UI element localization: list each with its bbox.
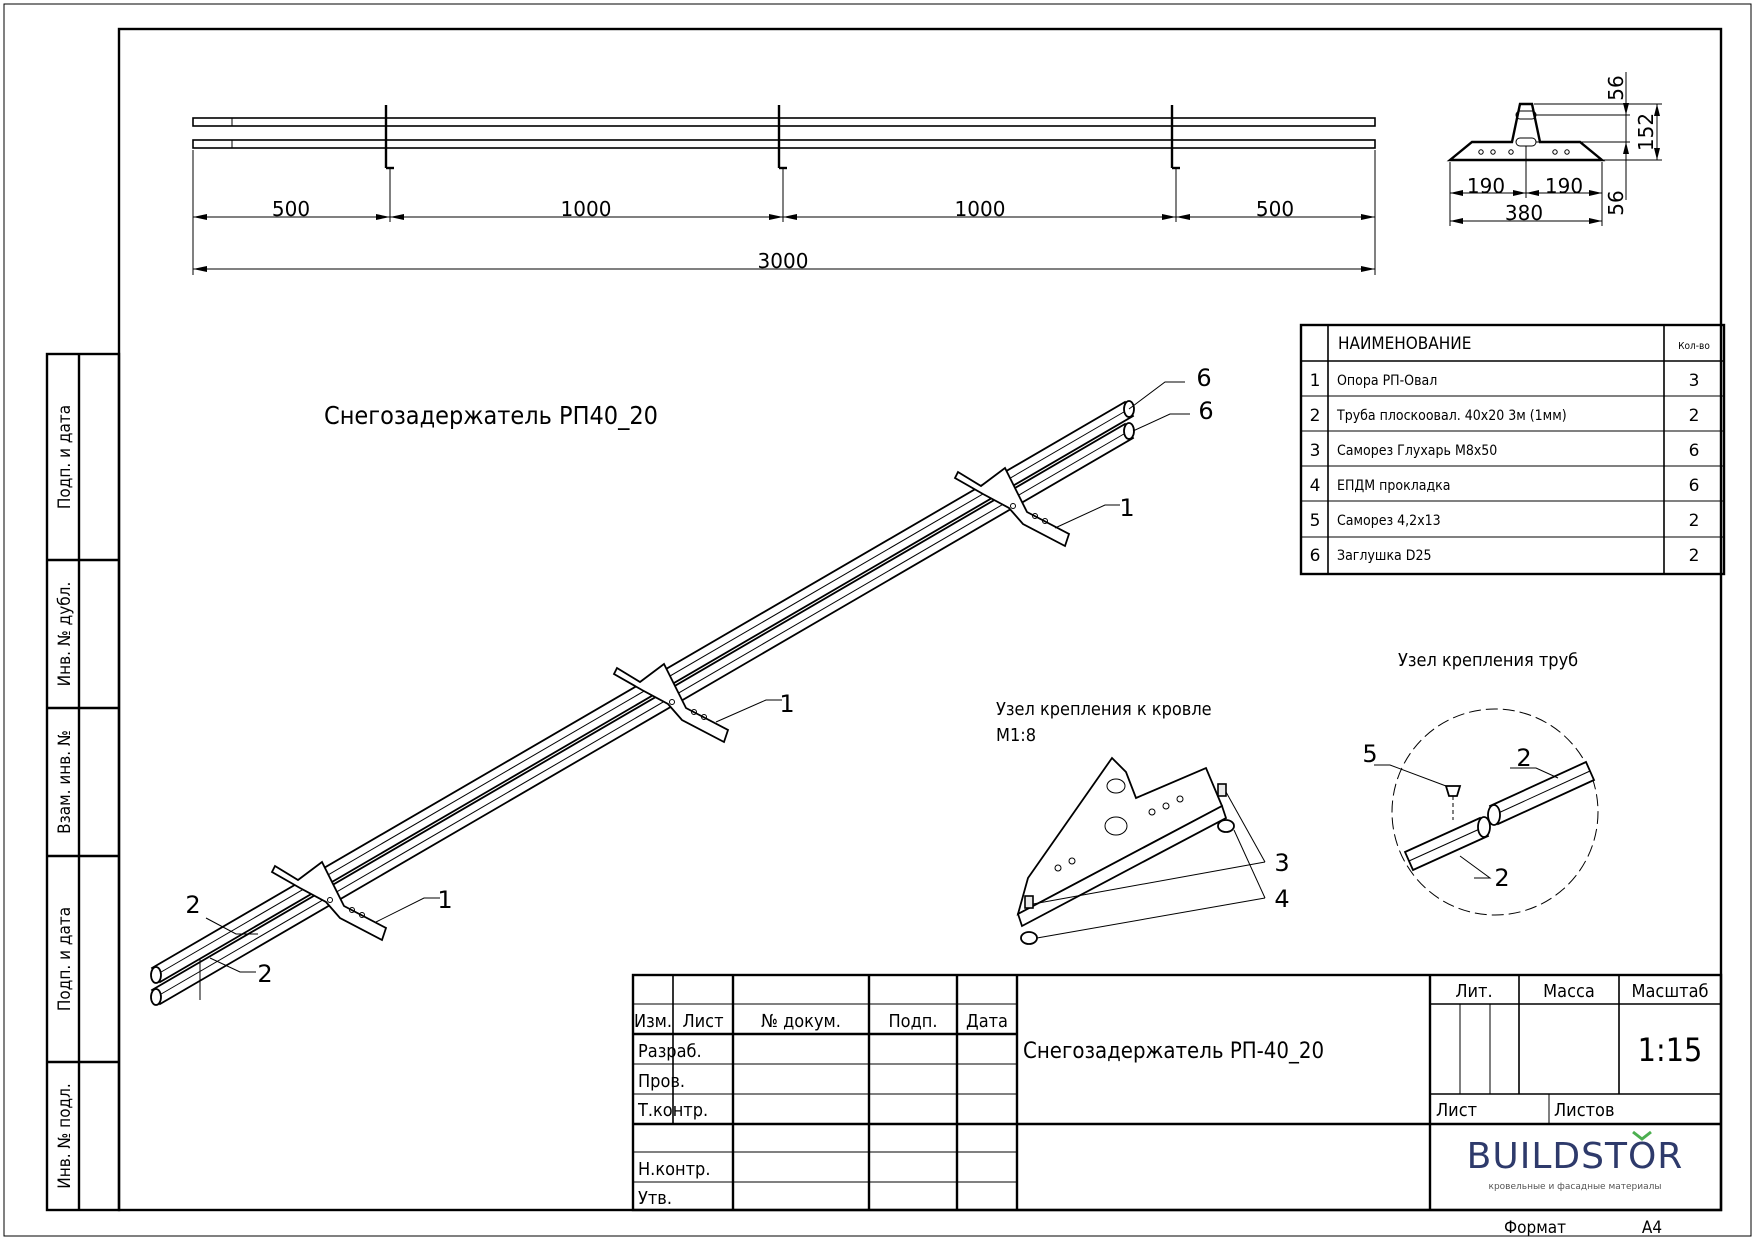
- tb-row-razrab: Разраб.: [638, 1041, 702, 1062]
- dim-152-height: 152: [1634, 113, 1658, 151]
- tb-row-utv: Утв.: [638, 1188, 672, 1209]
- callout-1c: 1: [437, 886, 452, 914]
- callout-2a: 2: [185, 891, 200, 919]
- support-bracket-3: [953, 466, 1071, 548]
- side-stamp-label-5: Инв. № подл.: [55, 1083, 75, 1189]
- tb-listov: Листов: [1554, 1100, 1615, 1121]
- tb-row-tkontr: Т.контр.: [637, 1100, 708, 1121]
- tb-col-doc: № докум.: [761, 1011, 841, 1032]
- side-stamp-label-1: Подп. и дата: [55, 405, 75, 509]
- dim-500-right: 500: [1256, 197, 1294, 221]
- dim-500-left: 500: [272, 197, 310, 221]
- dim-190-left: 190: [1467, 174, 1505, 198]
- bracket-profile-view: 190 190 380 56 152 56: [1446, 72, 1662, 226]
- node-roof-title: Узел крепления к кровле: [996, 699, 1212, 720]
- bom-header-qty: Кол-во: [1678, 341, 1710, 352]
- dim-3000-total: 3000: [758, 249, 809, 273]
- tb-lit: Лит.: [1455, 981, 1492, 1002]
- format-value: А4: [1642, 1218, 1662, 1238]
- side-stamp-label-4: Подп. и дата: [55, 907, 75, 1011]
- callout-5: 5: [1362, 740, 1377, 768]
- bom-row-5-qty: 2: [1689, 511, 1700, 531]
- dim-190-right: 190: [1545, 174, 1583, 198]
- bom-row-6-name: Заглушка D25: [1337, 548, 1432, 564]
- support-bracket-2: [612, 662, 730, 744]
- bom-row-2-qty: 2: [1689, 406, 1700, 426]
- tb-col-list: Лист: [682, 1011, 723, 1032]
- bom-row-3-name: Саморез Глухарь М8х50: [1337, 443, 1497, 459]
- bom-row-6-num: 6: [1310, 546, 1321, 566]
- node-pipes-title: Узел крепления труб: [1398, 650, 1578, 671]
- logo-tagline: кровельные и фасадные материалы: [1489, 1182, 1662, 1192]
- callout-4: 4: [1274, 885, 1289, 913]
- bom-row-3-num: 3: [1310, 441, 1321, 461]
- tb-col-izm: Изм.: [634, 1011, 672, 1032]
- top-elevation-view: 500 1000 1000 500 3000: [192, 105, 1376, 275]
- bom-row-4-name: ЕПДМ прокладка: [1337, 478, 1451, 494]
- bom-row-5-num: 5: [1310, 511, 1321, 531]
- callout-2d: 2: [1494, 864, 1509, 892]
- tb-massa: Масса: [1543, 981, 1595, 1002]
- bom-row-6-qty: 2: [1689, 546, 1700, 566]
- side-stamp: Подп. и дата Инв. № дубл. Взам. инв. № П…: [45, 352, 121, 1212]
- drawing-title: Снегозадержатель РП40_20: [324, 401, 658, 430]
- isometric-assembly-view: 6 6 1 1 1 2 2: [150, 364, 1214, 1006]
- bom-row-4-num: 4: [1310, 476, 1321, 496]
- tb-col-podp: Подп.: [888, 1011, 937, 1032]
- node-roof-fixing: Узел крепления к кровле М1:8 3 4: [996, 699, 1290, 945]
- callout-1a: 1: [1119, 494, 1134, 522]
- bom-row-1-name: Опора РП-Овал: [1337, 373, 1437, 389]
- title-block: Изм. Лист № докум. Подп. Дата Разраб. Пр…: [631, 973, 1723, 1212]
- callout-6a: 6: [1196, 364, 1211, 392]
- logo-roof-icon: [1632, 1130, 1652, 1141]
- tb-scale-value: 1:15: [1638, 1031, 1703, 1069]
- node-roof-scale: М1:8: [996, 725, 1036, 746]
- callout-6b: 6: [1198, 397, 1213, 425]
- bom-row-2-name: Труба плоскоовал. 40х20 3м (1мм): [1336, 408, 1567, 424]
- format-label: Формат: [1504, 1218, 1566, 1238]
- dim-1000-left: 1000: [561, 197, 612, 221]
- tb-row-prov: Пров.: [638, 1071, 685, 1092]
- tb-col-data: Дата: [966, 1011, 1008, 1032]
- buildstor-logo: BUILDSTOR кровельные и фасадные материал…: [1467, 1130, 1684, 1192]
- side-stamp-label-3: Взам. инв. №: [55, 730, 75, 834]
- bom-row-2-num: 2: [1310, 406, 1321, 426]
- bom-row-1-num: 1: [1310, 371, 1321, 391]
- callout-1b: 1: [779, 690, 794, 718]
- bom-row-1-qty: 3: [1689, 371, 1700, 391]
- bom-row-5-name: Саморез 4,2х13: [1337, 513, 1441, 529]
- tb-document-name: Снегозадержатель РП-40_20: [1023, 1039, 1324, 1064]
- node-pipes-fixing: Узел крепления труб 5 2 2: [1362, 650, 1599, 916]
- outer-trim-frame: [3, 3, 1752, 1237]
- bom-row-3-qty: 6: [1689, 441, 1700, 461]
- callout-2c: 2: [1516, 744, 1531, 772]
- bom-row-4-qty: 6: [1689, 476, 1700, 496]
- logo-wordmark: BUILDSTOR: [1467, 1136, 1684, 1177]
- support-bracket-1: [270, 860, 388, 942]
- tb-list: Лист: [1436, 1100, 1477, 1121]
- tb-masshtab: Масштаб: [1632, 981, 1709, 1002]
- dim-56-bottom: 56: [1604, 190, 1628, 215]
- bom-header-name: НАИМЕНОВАНИЕ: [1338, 334, 1471, 354]
- dim-56-top: 56: [1604, 75, 1628, 100]
- dim-1000-right: 1000: [955, 197, 1006, 221]
- callout-3: 3: [1274, 849, 1289, 877]
- side-stamp-label-2: Инв. № дубл.: [55, 582, 75, 687]
- tb-row-nkontr: Н.контр.: [638, 1159, 710, 1180]
- callout-2b: 2: [257, 960, 272, 988]
- bom-table: НАИМЕНОВАНИЕ Кол-во 1 Опора РП-Овал 3 2 …: [1299, 323, 1726, 576]
- dim-380-total: 380: [1505, 201, 1543, 225]
